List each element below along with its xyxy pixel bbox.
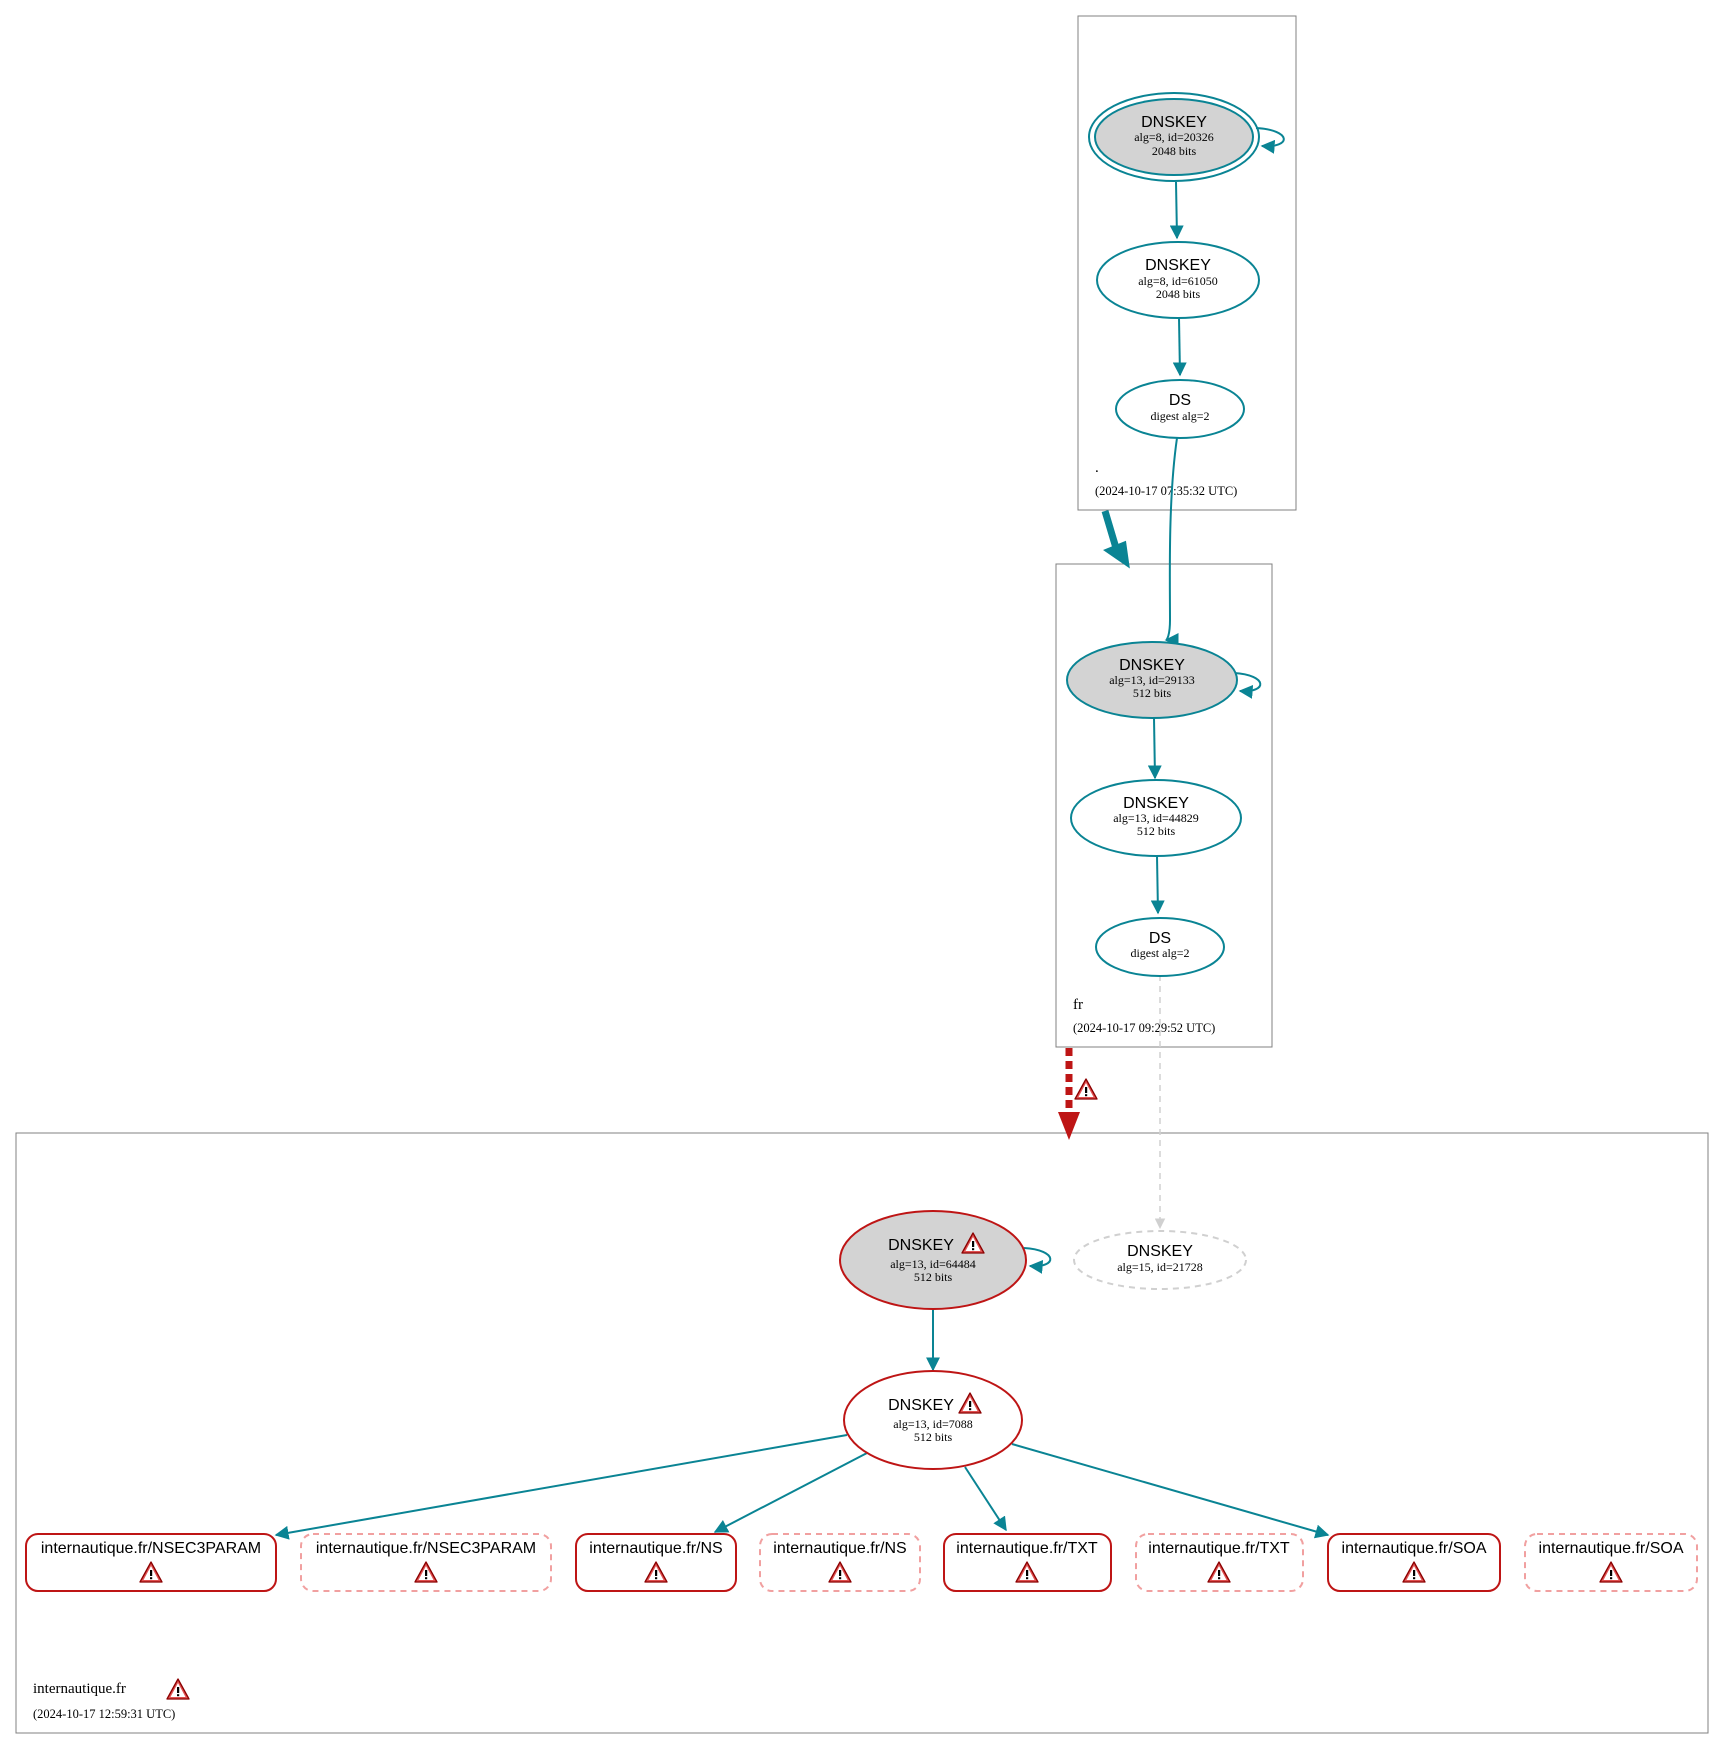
node-int-zsk-title: DNSKEY <box>888 1397 954 1414</box>
rrset-label: internautique.fr/NSEC3PARAM <box>41 1540 261 1557</box>
node-int-missing-key-title: DNSKEY <box>1127 1243 1193 1260</box>
edge-zsk-txt <box>964 1466 1007 1532</box>
node-fr-zsk-title: DNSKEY <box>1123 795 1189 812</box>
edge-root-ds-fr-ksk <box>1164 437 1179 647</box>
node-root-ksk-title: DNSKEY <box>1141 114 1207 131</box>
node-root-ksk[interactable]: DNSKEY alg=8, id=20326 2048 bits <box>1088 92 1260 182</box>
delegation-root-to-fr <box>1101 510 1120 549</box>
node-root-zsk-line1: alg=8, id=61050 <box>1138 274 1218 288</box>
rrset-label: internautique.fr/NS <box>589 1540 722 1557</box>
node-int-missing-key[interactable]: DNSKEY alg=15, id=21728 <box>1073 1230 1247 1290</box>
zone-fr-timestamp: (2024-10-17 09:29:52 UTC) <box>1073 1021 1215 1035</box>
node-int-zsk-line2: 512 bits <box>914 1430 953 1444</box>
zone-internautique-label: internautique.fr <box>33 1681 126 1697</box>
edges <box>274 127 1330 1540</box>
node-fr-zsk-line2: 512 bits <box>1137 824 1176 838</box>
node-int-ksk[interactable]: DNSKEY alg=13, id=64484 512 bits <box>839 1210 1027 1310</box>
node-fr-ksk[interactable]: DNSKEY alg=13, id=29133 512 bits <box>1066 641 1238 719</box>
node-int-ksk-line1: alg=13, id=64484 <box>890 1257 976 1271</box>
rrset-ns[interactable]: internautique.fr/NS <box>575 1533 737 1592</box>
node-fr-ksk-line1: alg=13, id=29133 <box>1109 673 1195 687</box>
zone-warning-icon <box>166 1678 190 1700</box>
rrset-label: internautique.fr/NSEC3PARAM <box>316 1540 536 1557</box>
node-int-ksk-line2: 512 bits <box>914 1270 953 1284</box>
zone-internautique-timestamp: (2024-10-17 12:59:31 UTC) <box>33 1707 175 1721</box>
zone-internautique: internautique.fr (2024-10-17 12:59:31 UT… <box>15 1132 1709 1734</box>
node-fr-ds[interactable]: DS digest alg=2 <box>1095 917 1225 977</box>
node-root-zsk[interactable]: DNSKEY alg=8, id=61050 2048 bits <box>1096 241 1260 319</box>
edge-zsk-ns <box>713 1452 868 1533</box>
rrset-label: internautique.fr/TXT <box>956 1540 1098 1557</box>
edge-root-ksk-self <box>1255 127 1285 154</box>
edge-fr-ksk-self <box>1233 672 1262 699</box>
edge-fr-ksk-zsk <box>1147 717 1162 780</box>
node-fr-ksk-line2: 512 bits <box>1133 686 1172 700</box>
edge-root-zsk-ds <box>1172 317 1187 377</box>
zone-fr-label: fr <box>1073 997 1083 1013</box>
delegation-warning-icon <box>1074 1078 1098 1100</box>
rrset-txt-alt[interactable]: internautique.fr/TXT <box>1135 1533 1304 1592</box>
node-int-ksk-title: DNSKEY <box>888 1237 954 1254</box>
node-root-ksk-line1: alg=8, id=20326 <box>1134 130 1214 144</box>
rrset-nsec3param[interactable]: internautique.fr/NSEC3PARAM <box>25 1533 277 1592</box>
zone-root: . (2024-10-17 07:35:32 UTC) <box>1077 15 1297 511</box>
node-fr-zsk[interactable]: DNSKEY alg=13, id=44829 512 bits <box>1070 779 1242 857</box>
rrset-ns-alt[interactable]: internautique.fr/NS <box>759 1533 921 1592</box>
edge-root-ksk-zsk <box>1169 181 1184 240</box>
rrset-label: internautique.fr/NS <box>773 1540 906 1557</box>
edge-int-ksk-self <box>1023 1247 1052 1274</box>
node-int-missing-key-line1: alg=15, id=21728 <box>1117 1260 1203 1274</box>
rrset-soa[interactable]: internautique.fr/SOA <box>1327 1533 1501 1592</box>
node-root-ds-title: DS <box>1169 392 1191 409</box>
edge-zsk-nsec3param <box>274 1434 848 1540</box>
node-root-zsk-title: DNSKEY <box>1145 257 1211 274</box>
node-root-zsk-line2: 2048 bits <box>1156 287 1201 301</box>
rrset-label: internautique.fr/SOA <box>1539 1540 1684 1557</box>
node-fr-zsk-line1: alg=13, id=44829 <box>1113 811 1199 825</box>
edge-fr-zsk-ds <box>1150 855 1165 915</box>
rrset-list: internautique.fr/NSEC3PARAM internautiqu… <box>25 1533 1698 1592</box>
edge-zsk-soa <box>1011 1443 1330 1539</box>
node-fr-ds-title: DS <box>1149 930 1171 947</box>
rrset-label: internautique.fr/SOA <box>1342 1540 1487 1557</box>
node-root-ds[interactable]: DS digest alg=2 <box>1115 379 1245 439</box>
rrset-soa-alt[interactable]: internautique.fr/SOA <box>1524 1533 1698 1592</box>
rrset-txt[interactable]: internautique.fr/TXT <box>943 1533 1112 1592</box>
rrset-label: internautique.fr/TXT <box>1148 1540 1290 1557</box>
zone-fr: fr (2024-10-17 09:29:52 UTC) <box>1055 563 1273 1048</box>
zone-root-label: . <box>1095 460 1099 476</box>
node-root-ksk-line2: 2048 bits <box>1152 144 1197 158</box>
node-int-zsk[interactable]: DNSKEY alg=13, id=7088 512 bits <box>843 1370 1023 1470</box>
node-int-zsk-line1: alg=13, id=7088 <box>893 1417 973 1431</box>
zone-root-timestamp: (2024-10-17 07:35:32 UTC) <box>1095 484 1237 498</box>
node-fr-ksk-title: DNSKEY <box>1119 657 1185 674</box>
node-root-ds-line1: digest alg=2 <box>1150 409 1209 423</box>
node-fr-ds-line1: digest alg=2 <box>1130 946 1189 960</box>
rrset-nsec3param-alt[interactable]: internautique.fr/NSEC3PARAM <box>300 1533 552 1592</box>
